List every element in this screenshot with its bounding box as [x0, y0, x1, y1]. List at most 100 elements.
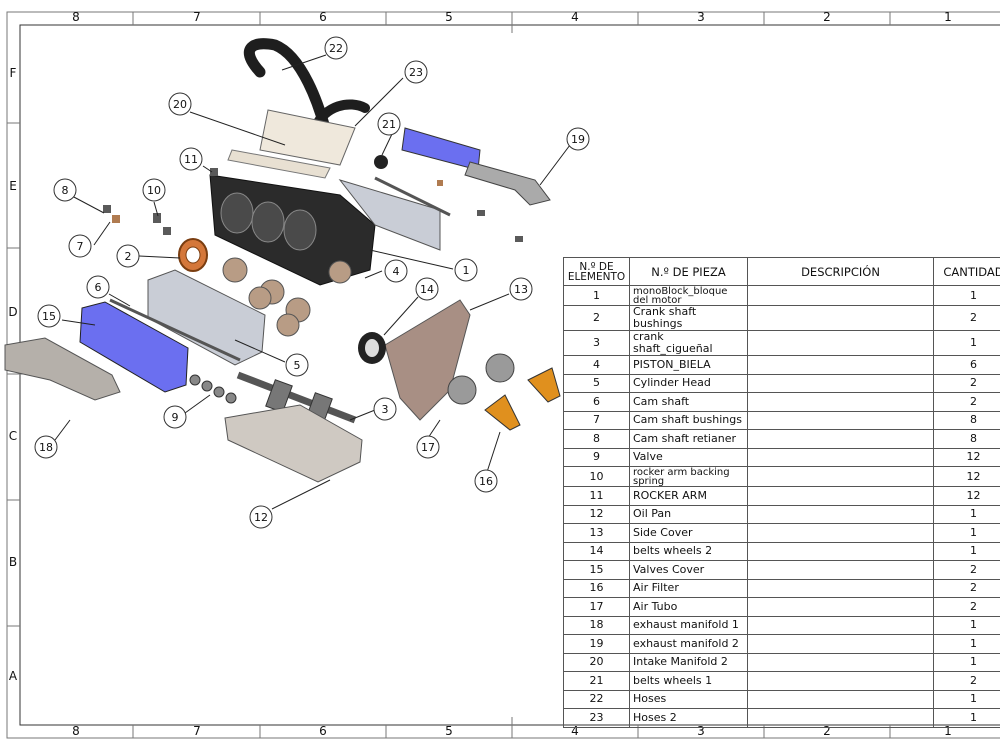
bom-item-number: 10 [563, 466, 630, 487]
bom-quantity: 12 [933, 447, 1000, 467]
bom-item-number: 22 [563, 689, 630, 709]
balloon-4: 4 [384, 259, 408, 283]
zone-column-label: 2 [823, 724, 831, 738]
zone-column-label: 1 [944, 10, 952, 24]
zone-column-label: 6 [319, 724, 327, 738]
balloon-17: 17 [416, 435, 440, 459]
bom-quantity: 2 [933, 597, 1000, 617]
balloon-19: 19 [566, 127, 590, 151]
bom-quantity: 1 [933, 652, 1000, 672]
bom-quantity: 8 [933, 429, 1000, 449]
balloon-number: 10 [147, 184, 161, 197]
bom-part-name: Air Tubo [629, 597, 748, 617]
balloon-5: 5 [285, 353, 309, 377]
zone-row-label: B [9, 555, 17, 569]
balloon-16: 16 [474, 469, 498, 493]
zone-row-label: D [8, 305, 17, 319]
bom-description [747, 615, 934, 635]
header-description: DESCRIPCIÓN [747, 257, 934, 286]
zone-column-label: 5 [445, 724, 453, 738]
balloon-number: 19 [571, 133, 585, 146]
balloon-14: 14 [415, 277, 439, 301]
bom-item-number: 16 [563, 578, 630, 598]
zone-column-label: 1 [944, 724, 952, 738]
zone-row-label: F [10, 66, 17, 80]
bom-part-name: Cam shaft [629, 392, 748, 412]
bom-part-name: Cam shaft retianer [629, 429, 748, 449]
balloon-number: 13 [514, 283, 528, 296]
bom-part-name: Intake Manifold 2 [629, 652, 748, 672]
balloon-number: 23 [409, 66, 423, 79]
bom-description [747, 305, 934, 331]
zone-row-label: E [9, 179, 17, 193]
camshaft-part [109, 298, 241, 362]
bom-part-name: belts wheels 1 [629, 671, 748, 691]
bom-description [747, 447, 934, 467]
bom-description [747, 392, 934, 412]
balloon-20: 20 [168, 92, 192, 116]
balloon-number: 6 [95, 281, 102, 294]
bom-description [747, 373, 934, 393]
balloon-6: 6 [86, 275, 110, 299]
balloon-21: 21 [377, 112, 401, 136]
balloon-number: 7 [77, 240, 84, 253]
bom-quantity: 2 [933, 578, 1000, 598]
bom-item-number: 20 [563, 652, 630, 672]
bom-header-row: N.º DE ELEMENTO N.º DE PIEZA DESCRIPCIÓN… [563, 257, 1000, 286]
balloon-number: 12 [254, 511, 268, 524]
air-tubo-part [447, 353, 515, 405]
header-item-number: N.º DE ELEMENTO [563, 257, 630, 286]
bom-item-number: 5 [563, 373, 630, 393]
bom-part-name: Crank shaft bushings [629, 305, 748, 331]
bom-description [747, 330, 934, 356]
bom-item-number: 2 [563, 305, 630, 331]
bom-quantity: 1 [933, 541, 1000, 561]
bom-item-number: 23 [563, 708, 630, 728]
bom-item-number: 6 [563, 392, 630, 412]
balloon-number: 22 [329, 42, 343, 55]
zone-ticks [7, 12, 891, 738]
bom-quantity: 12 [933, 486, 1000, 506]
bom-description [747, 355, 934, 375]
bom-quantity: 12 [933, 466, 1000, 487]
bom-part-name: Oil Pan [629, 504, 748, 524]
outer-border [6, 11, 1000, 739]
valve-cover-part [79, 301, 189, 393]
bom-description [747, 486, 934, 506]
bom-description [747, 466, 934, 487]
bom-quantity: 1 [933, 523, 1000, 543]
bom-quantity: 2 [933, 373, 1000, 393]
balloon-number: 4 [393, 265, 400, 278]
belt-wheel-1-part [374, 155, 388, 169]
bom-item-number: 21 [563, 671, 630, 691]
bom-description [747, 689, 934, 709]
bom-description [747, 410, 934, 430]
bom-quantity: 2 [933, 305, 1000, 331]
bom-part-name: Air Filter [629, 578, 748, 598]
balloon-8: 8 [53, 178, 77, 202]
intake-manifold-part [259, 109, 356, 166]
bom-part-name: Valves Cover [629, 560, 748, 580]
zone-column-label: 8 [72, 724, 80, 738]
balloon-number: 8 [62, 184, 69, 197]
balloon-9: 9 [163, 405, 187, 429]
bom-part-name: Valve [629, 447, 748, 467]
balloon-3: 3 [373, 397, 397, 421]
leader-lines [54, 54, 571, 510]
zone-column-label: 4 [571, 724, 579, 738]
bom-description [747, 671, 934, 691]
balloon-number: 18 [39, 441, 53, 454]
